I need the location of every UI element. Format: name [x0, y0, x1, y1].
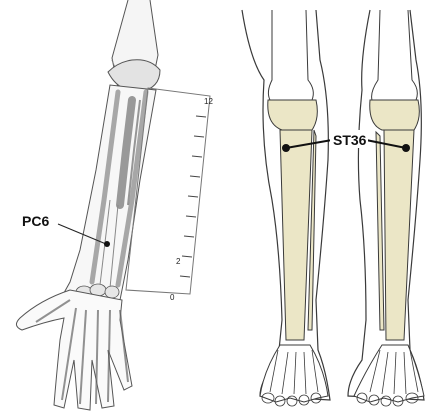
scale-mid-label: 2 [176, 257, 181, 266]
right-leg [348, 10, 424, 406]
forearm-diagram: 12 2 0 PC6 [0, 0, 220, 414]
pc6-label: PC6 [22, 213, 49, 229]
left-leg [242, 10, 330, 406]
st36-point-marker-right [402, 144, 410, 152]
scale-top-label: 12 [204, 97, 213, 106]
forearm-illustration: 12 2 0 PC6 [0, 0, 220, 414]
pc6-point-marker [104, 241, 110, 247]
st36-point-marker-left [282, 144, 290, 152]
legs-diagram: ST36 [220, 0, 431, 414]
st36-label: ST36 [333, 132, 367, 148]
scale-bottom-label: 0 [170, 293, 175, 302]
legs-illustration: ST36 [220, 0, 431, 414]
